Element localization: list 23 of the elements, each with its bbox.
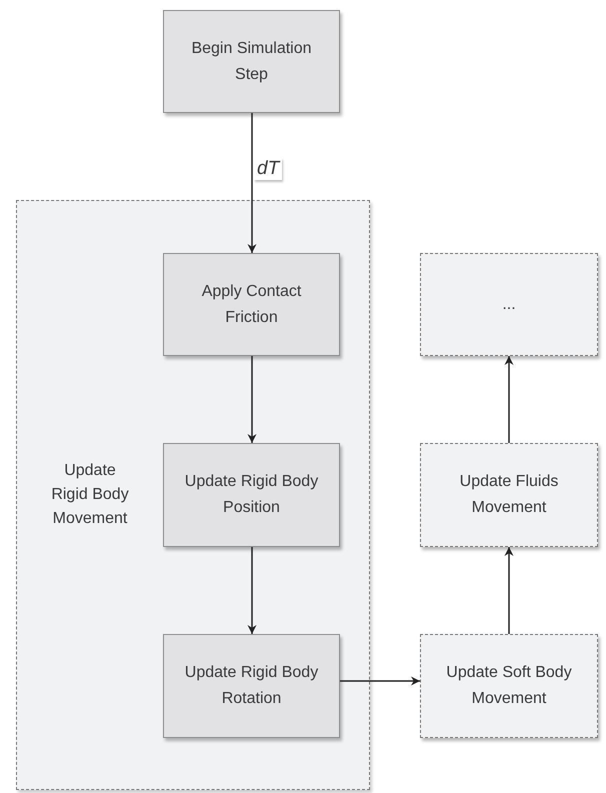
process-box [163,634,340,738]
arrow [340,676,420,686]
process-box [420,253,598,356]
arrow [504,356,514,443]
box-label: Apply Contact Friction [200,282,302,328]
process-box [163,443,340,547]
group-heading: Update Rigid Body Movement [50,461,130,529]
group-container [16,200,370,790]
edge-label: dT [254,158,282,180]
arrow [504,547,514,634]
process-box [420,634,598,738]
box-label: ... [502,294,516,314]
arrow [248,113,256,253]
box-label: Begin Simulation Step [190,38,313,84]
arrow [248,547,256,634]
arrow [248,356,256,443]
box-label: Update Rigid Body Rotation [184,663,320,709]
box-label: Update Fluids Movement [458,472,560,518]
process-box [163,10,340,113]
box-label: Update Rigid Body Position [184,472,320,518]
process-box [420,443,598,547]
box-label: Update Soft Body Movement [445,663,573,709]
process-box [163,253,340,356]
